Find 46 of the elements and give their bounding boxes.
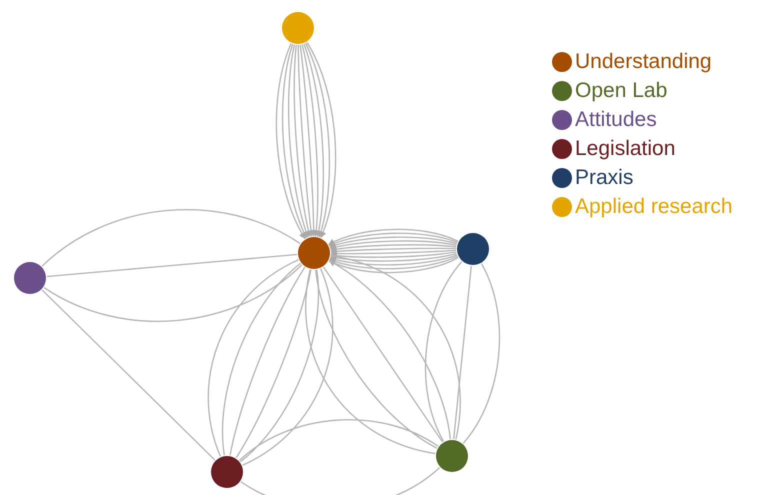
connector-line: [222, 262, 301, 456]
legend-label: Legislation: [575, 136, 676, 160]
connector-line: [282, 44, 308, 238]
connector-line: [462, 263, 500, 444]
connector-line: [303, 44, 324, 238]
legend-label: Praxis: [575, 166, 634, 190]
connector-line: [238, 419, 438, 461]
connector-line: [236, 270, 312, 458]
connector-line: [44, 264, 302, 322]
connector-line: [208, 259, 299, 457]
connector-line: [329, 256, 458, 270]
node-circle: [298, 237, 330, 269]
node-circle: [457, 233, 489, 265]
connector-line: [42, 289, 216, 461]
connector-line: [328, 256, 459, 274]
connector-line: [229, 266, 306, 456]
connector-line: [328, 228, 458, 246]
legend-label: Open Lab: [575, 78, 668, 102]
connector-line: [305, 42, 330, 238]
connector-line: [294, 44, 312, 238]
connector-line: [330, 240, 457, 250]
connector-line: [330, 252, 457, 262]
connector-line: [330, 254, 458, 266]
connector-line: [453, 266, 472, 440]
legend-label: Understanding: [575, 50, 712, 74]
connector-line: [328, 232, 458, 246]
connector-line: [330, 251, 456, 259]
connector-line: [240, 467, 440, 495]
connector-line: [276, 43, 306, 240]
node-circle: [282, 12, 314, 44]
connector-line: [329, 236, 457, 248]
connector-line: [288, 44, 310, 238]
node-circle: [211, 456, 243, 488]
connector-line: [424, 261, 462, 442]
connector-line: [42, 209, 300, 267]
legend-label: Attitudes: [575, 108, 657, 132]
legend-label: Applied research: [575, 194, 733, 218]
connector-line: [330, 244, 456, 252]
connector-line: [242, 268, 334, 466]
connector-line: [240, 270, 319, 462]
node-circle: [436, 440, 468, 472]
connector-line: [46, 254, 298, 278]
connector-line: [330, 248, 456, 255]
node-circle: [14, 262, 46, 294]
connector-line: [330, 250, 456, 257]
connector-line: [306, 42, 336, 238]
